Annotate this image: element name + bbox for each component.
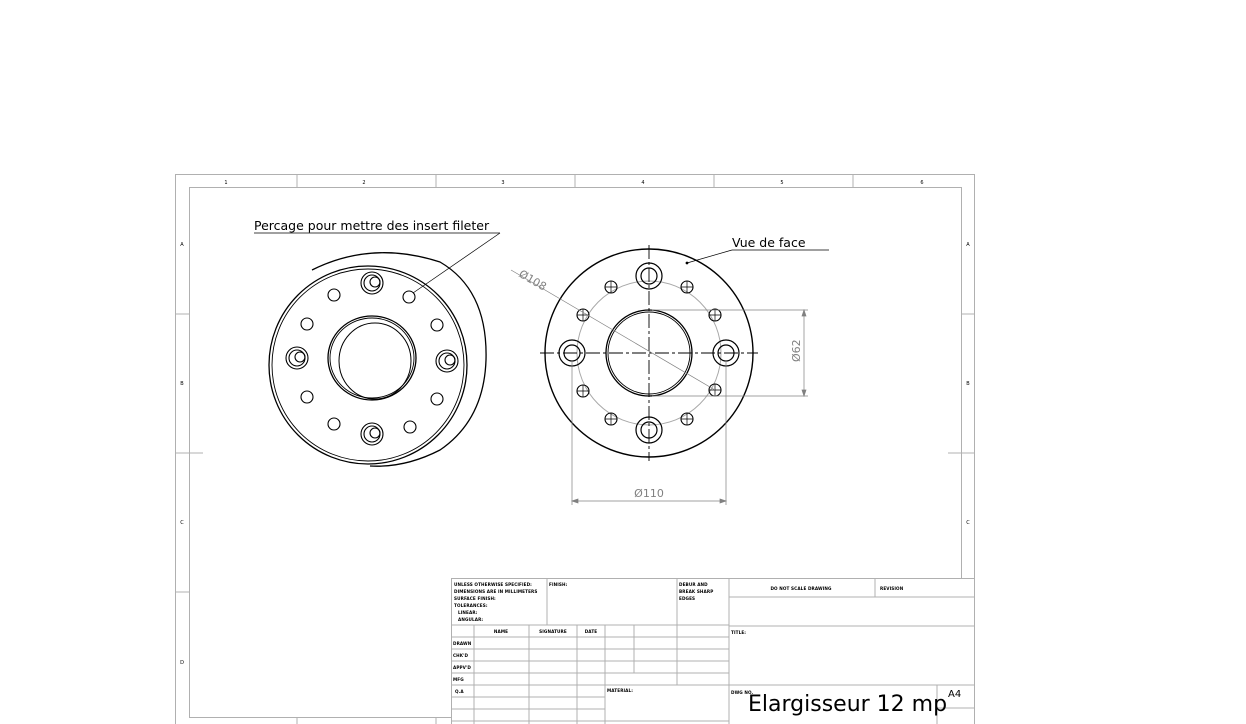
tb-row-qa: Q.A xyxy=(455,689,464,694)
zone-b-left: B xyxy=(180,381,184,387)
isometric-leader-line xyxy=(412,232,501,294)
zone-6: 6 xyxy=(920,180,923,186)
zone-d-left: D xyxy=(180,660,184,666)
tb-note-4: LINEAR: xyxy=(458,610,478,615)
isometric-view[interactable]: Percage pour mettre des insert fileter xyxy=(254,218,501,467)
tb-row-mfg: MFG xyxy=(453,677,464,682)
front-leader-line xyxy=(686,249,733,264)
dim-outer-bolt-text: Ø110 xyxy=(634,487,664,500)
tb-deburr-1: BREAK SHARP xyxy=(679,589,713,594)
tb-title-label: TITLE: xyxy=(731,630,746,635)
zone-a-left: A xyxy=(180,242,184,248)
zone-labels-top: 1 2 3 4 5 6 xyxy=(224,180,923,186)
zone-b-right: B xyxy=(966,381,970,387)
dim-center-bore-text: Ø62 xyxy=(790,339,803,362)
tb-note-3: TOLERANCES: xyxy=(454,603,488,608)
title-block: UNLESS OTHERWISE SPECIFIED: DIMENSIONS A… xyxy=(451,578,975,724)
tb-col-signature: SIGNATURE xyxy=(539,629,567,634)
zone-labels-left: A B C D xyxy=(180,242,184,666)
front-view[interactable]: Vue de face Ø108 Ø62 Ø110 xyxy=(510,235,829,505)
tb-row-chkd: CHK'D xyxy=(453,653,469,658)
tb-row-drawn: DRAWN xyxy=(453,641,472,646)
front-view-note: Vue de face xyxy=(732,235,806,250)
tb-note-2: SURFACE FINISH: xyxy=(454,596,496,601)
tb-col-date: DATE xyxy=(585,629,598,634)
zone-a-right: A xyxy=(966,242,970,248)
tb-material-label: MATERIAL: xyxy=(607,688,633,693)
tb-note-1: DIMENSIONS ARE IN MILLIMETERS xyxy=(454,589,538,594)
tb-deburr-0: DEBUR AND xyxy=(679,582,708,587)
tb-deburr-2: EDGES xyxy=(679,596,695,601)
zone-c-right: C xyxy=(966,520,970,526)
tb-revision-label: REVISION xyxy=(880,586,904,591)
tb-dwg-no-label: DWG NO. xyxy=(731,690,754,695)
zone-1: 1 xyxy=(224,180,227,186)
tb-note-5: ANGULAR: xyxy=(458,617,483,622)
zone-2: 2 xyxy=(362,180,365,186)
dim-outer-bolt[interactable] xyxy=(570,360,728,505)
isometric-note: Percage pour mettre des insert fileter xyxy=(254,218,490,233)
tb-row-appvd: APPV'D xyxy=(453,665,471,670)
dim-center-bore[interactable] xyxy=(652,308,808,398)
zone-4: 4 xyxy=(641,180,644,186)
drawing-title: Elargisseur 12 mp xyxy=(748,692,947,717)
tb-finish-label: FINISH: xyxy=(549,582,568,587)
sheet-size: A4 xyxy=(948,689,961,700)
tb-note-0: UNLESS OTHERWISE SPECIFIED: xyxy=(454,582,532,587)
zone-3: 3 xyxy=(501,180,504,186)
zone-5: 5 xyxy=(780,180,783,186)
zone-labels-right: A B C xyxy=(966,242,970,526)
zone-c-left: C xyxy=(180,520,184,526)
dim-bolt-circle-text: Ø108 xyxy=(517,267,549,293)
tb-col-name: NAME xyxy=(494,629,508,634)
tb-do-not-scale: DO NOT SCALE DRAWING xyxy=(770,586,832,591)
